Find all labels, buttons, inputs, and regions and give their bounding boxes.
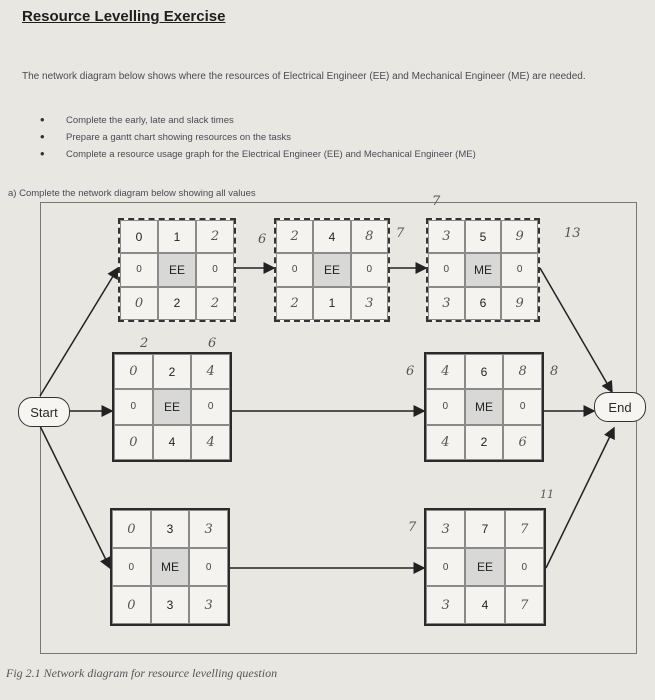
duration: 3: [150, 510, 190, 548]
early-finish: 8: [350, 220, 388, 254]
early-finish: 2: [196, 220, 234, 254]
late-start: 4: [426, 424, 465, 460]
duration: 6: [464, 354, 504, 390]
duration-bottom: 2: [464, 424, 504, 460]
handwritten-note: 13: [564, 226, 581, 241]
late-finish: 6: [503, 424, 542, 460]
late-finish: 4: [191, 424, 230, 460]
duration-bottom: 3: [150, 586, 190, 624]
late-start: 3: [426, 586, 466, 624]
duration: 2: [152, 354, 192, 390]
task-node-2: 2 4 8 0 EE 0 2 1 3: [274, 218, 390, 322]
slack-right: 0: [501, 253, 538, 287]
task-item: Complete a resource usage graph for the …: [40, 145, 476, 163]
slack-left: 0: [112, 548, 151, 586]
slack-right: 0: [350, 253, 388, 287]
resource-name: ME: [464, 253, 502, 287]
late-finish: 2: [196, 286, 234, 320]
late-finish: 7: [504, 586, 544, 624]
early-finish: 3: [189, 510, 228, 548]
late-start: 0: [120, 286, 158, 320]
resource-name: ME: [464, 389, 504, 425]
task-list: Complete the early, late and slack times…: [40, 111, 476, 163]
handwritten-note: 6: [208, 336, 217, 351]
slack-left: 0: [276, 253, 314, 287]
handwritten-note: 7: [396, 226, 405, 241]
slack-right: 0: [189, 548, 228, 586]
slack-right: 0: [504, 548, 544, 586]
slack-left: 0: [426, 389, 465, 425]
early-start: 0: [120, 220, 158, 254]
task-item: Prepare a gantt chart showing resources …: [40, 128, 476, 146]
handwritten-note: 7: [408, 520, 417, 535]
task-node-1: 0 1 2 0 EE 0 0 2 2: [118, 218, 236, 322]
duration-bottom: 1: [313, 286, 351, 320]
slack-left: 0: [114, 389, 153, 425]
arrow-n3-end: [539, 267, 613, 394]
arrow-start-n6: [39, 425, 111, 570]
task-item: Complete the early, late and slack times: [40, 111, 476, 129]
early-finish: 7: [504, 510, 544, 548]
early-start: 2: [276, 220, 314, 254]
intro-text: The network diagram below shows where th…: [22, 71, 586, 82]
late-finish: 9: [501, 286, 538, 320]
duration-bottom: 4: [152, 424, 192, 460]
handwritten-note: 11: [540, 488, 554, 501]
resource-name: ME: [150, 548, 190, 586]
task-node-7: 3 7 7 0 EE 0 3 4 7: [424, 508, 546, 626]
early-finish: 9: [501, 220, 538, 254]
early-start: 3: [426, 510, 466, 548]
slack-left: 0: [428, 253, 465, 287]
slack-left: 0: [120, 253, 158, 287]
early-finish: 4: [191, 354, 230, 390]
task-node-4: 0 2 4 0 EE 0 0 4 4: [112, 352, 232, 462]
task-node-3: 3 5 9 0 ME 0 3 6 9: [426, 218, 540, 322]
arrow-start-n1: [39, 266, 119, 397]
slack-right: 0: [196, 253, 234, 287]
late-finish: 3: [189, 586, 228, 624]
duration: 5: [464, 220, 502, 254]
late-finish: 3: [350, 286, 388, 320]
early-start: 3: [428, 220, 465, 254]
handwritten-note: 2: [140, 336, 149, 351]
resource-name: EE: [313, 253, 351, 287]
page-title: Resource Levelling Exercise: [22, 8, 226, 25]
handwritten-note: 6: [258, 232, 267, 247]
duration: 7: [465, 510, 505, 548]
handwritten-note: 7: [432, 194, 441, 209]
task-node-5: 4 6 8 0 ME 0 4 2 6: [424, 352, 544, 462]
duration: 1: [158, 220, 196, 254]
slack-left: 0: [426, 548, 466, 586]
slack-right: 0: [191, 389, 230, 425]
handwritten-note: 6: [406, 364, 415, 379]
duration-bottom: 4: [465, 586, 505, 624]
late-start: 3: [428, 286, 465, 320]
early-start: 4: [426, 354, 465, 390]
late-start: 0: [112, 586, 151, 624]
resource-name: EE: [158, 253, 196, 287]
figure-caption: Fig 2.1 Network diagram for resource lev…: [6, 666, 278, 680]
slack-right: 0: [503, 389, 542, 425]
task-node-6: 0 3 3 0 ME 0 0 3 3: [110, 508, 230, 626]
duration-bottom: 2: [158, 286, 196, 320]
question-a: a) Complete the network diagram below sh…: [8, 188, 256, 199]
arrow-n7-end: [545, 426, 615, 569]
early-finish: 8: [503, 354, 542, 390]
handwritten-note: 8: [550, 364, 559, 379]
duration: 4: [313, 220, 351, 254]
early-start: 0: [112, 510, 151, 548]
late-start: 0: [114, 424, 153, 460]
resource-name: EE: [152, 389, 192, 425]
end-node: End: [594, 392, 646, 422]
duration-bottom: 6: [464, 286, 502, 320]
late-start: 2: [276, 286, 314, 320]
early-start: 0: [114, 354, 153, 390]
start-node: Start: [18, 397, 70, 427]
resource-name: EE: [465, 548, 505, 586]
